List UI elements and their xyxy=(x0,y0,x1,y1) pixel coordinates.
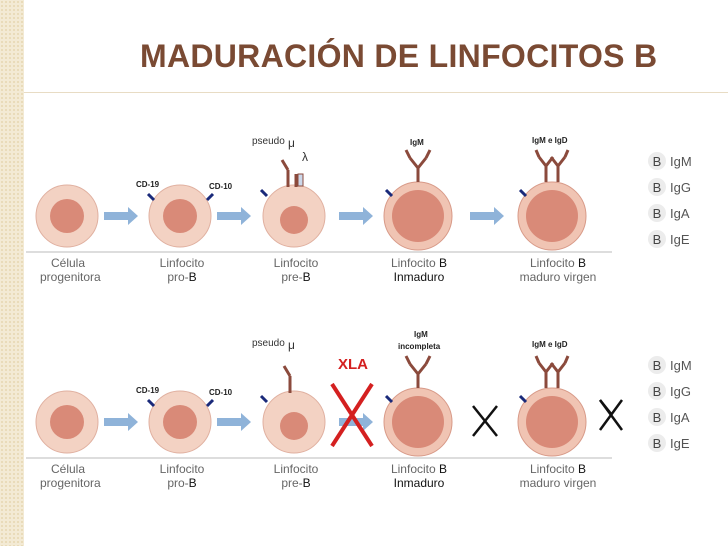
igm-label: IgM xyxy=(410,138,424,147)
lambda-label: λ xyxy=(302,150,308,164)
pseudo-label: pseudo xyxy=(252,136,285,147)
diagram-row-normal: CD-19 CD-10 pseudo μ λ IgM IgM e IgD Cél… xyxy=(26,112,612,292)
block-cross-icon xyxy=(472,405,498,437)
cell-immature-b xyxy=(383,149,453,251)
cell-pro-b xyxy=(146,184,215,248)
cd19-marker-icon xyxy=(384,188,394,198)
mu-label: μ xyxy=(288,136,295,150)
arrow-icon xyxy=(104,413,138,431)
pseudo-label: pseudo xyxy=(252,338,285,349)
cd10-label: CD-10 xyxy=(209,182,233,191)
cd10-marker-icon xyxy=(205,398,215,408)
cd19-marker-icon xyxy=(384,394,394,404)
cell-immature-b xyxy=(383,355,453,457)
igm-igd-receptor-icon xyxy=(534,149,570,182)
cd10-marker-icon xyxy=(205,192,215,202)
xla-label: XLA xyxy=(338,356,368,373)
row-1-diagram-svg xyxy=(26,149,612,253)
block-cross-icon xyxy=(598,399,624,431)
arrow-icon xyxy=(470,207,504,225)
incompleta-label: incompleta xyxy=(398,342,441,351)
igm-igd-label: IgM e IgD xyxy=(532,136,568,145)
cell-pre-b xyxy=(259,159,326,248)
xla-block-icon xyxy=(330,382,374,448)
cd19-marker-icon xyxy=(259,394,269,404)
igm-receptor-icon xyxy=(404,149,432,182)
mu-label: μ xyxy=(288,338,295,352)
arrow-icon xyxy=(339,207,373,225)
cd19-marker-icon xyxy=(259,188,269,198)
pre-bcr-receptor-icon xyxy=(280,159,298,187)
cell-progenitor xyxy=(35,184,99,248)
cd19-label: CD-19 xyxy=(136,386,160,395)
title-divider xyxy=(24,92,728,93)
igm-receptor-icon xyxy=(404,355,432,388)
cd19-marker-icon xyxy=(518,394,528,404)
cell-mature-naive-b xyxy=(517,149,587,251)
arrow-icon xyxy=(217,413,251,431)
cd19-marker-icon xyxy=(146,192,156,202)
cd19-marker-icon xyxy=(146,398,156,408)
igm-igd-label: IgM e IgD xyxy=(532,340,568,349)
arrow-icon xyxy=(217,207,251,225)
cell-progenitor xyxy=(35,390,99,454)
row-2-diagram-svg xyxy=(26,355,612,459)
igm-igd-receptor-icon xyxy=(534,355,570,388)
cd19-marker-icon xyxy=(518,188,528,198)
igm-label: IgM xyxy=(414,330,428,339)
diagram-row-xla: CD-19 CD-10 pseudo μ XLA IgM incompleta … xyxy=(26,318,612,498)
slide-title: MADURACIÓN DE LINFOCITOS B xyxy=(140,38,658,74)
cell-pro-b xyxy=(146,390,215,454)
decorative-side-strip xyxy=(0,0,24,546)
pre-bcr-receptor-icon xyxy=(282,365,292,393)
cd10-label: CD-10 xyxy=(209,388,233,397)
cd19-label: CD-19 xyxy=(136,180,160,189)
cell-pre-b xyxy=(259,365,326,454)
cell-mature-naive-b xyxy=(517,355,587,457)
arrow-icon xyxy=(104,207,138,225)
